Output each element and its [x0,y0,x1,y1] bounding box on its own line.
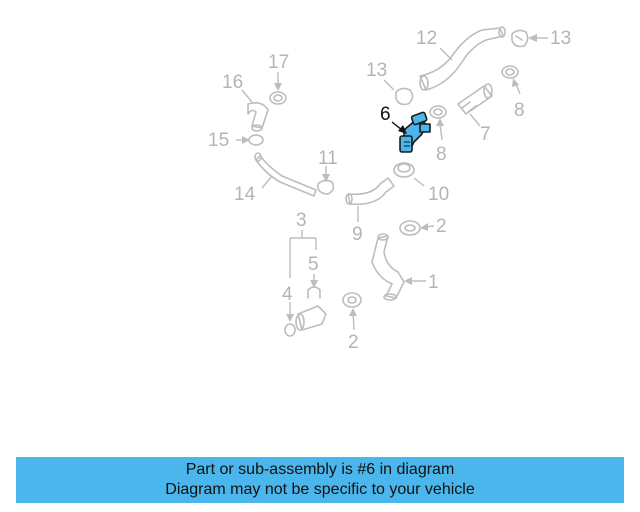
banner-line-2: Diagram may not be specific to your vehi… [165,481,475,498]
part-6-connector [399,111,431,153]
arrow-5 [310,280,318,288]
parts-diagram: 12 13 8 7 13 8 6 [208,26,571,353]
part-11-clip [317,179,335,195]
leader-15 [241,89,253,103]
callout-5: 5 [308,254,319,275]
arrow-11 [322,174,330,182]
callout-13-left: 13 [366,60,387,81]
arrow-1 [404,277,412,285]
callout-1: 1 [428,272,439,293]
arrow-16 [242,136,250,144]
callout-14: 14 [234,184,256,205]
callout-2-lower: 2 [348,332,359,353]
leader-13-left [383,79,395,91]
part-10-cap [393,162,415,178]
part-8-clamp-left [429,105,447,119]
callout-8-left: 8 [436,144,447,165]
arrow-13-right [528,34,537,42]
callout-4: 4 [282,284,293,305]
part-4-water-outlet [284,305,327,337]
leader-12 [439,47,453,61]
callout-13-right: 13 [550,28,571,49]
leader-14 [261,175,273,189]
banner-line-1: Part or sub-assembly is #6 in diagram [185,461,455,478]
part-2-clamp-lower [342,292,362,308]
part-12-upper-hose [419,26,506,91]
part-17-clamp [269,91,287,105]
callout-15: 16 [222,72,243,93]
arrow-8-left [436,118,444,126]
part-15-small-hose [247,102,269,132]
leader-3-bracket [289,230,317,278]
callout-8-right: 8 [514,100,525,121]
callout-2-upper: 2 [436,216,447,237]
arrow-6 [398,125,407,134]
part-14-pipe [254,152,317,197]
part-13-clamp-left [395,87,414,106]
part-13-clamp-right [511,29,529,48]
part-9-bent-hose [345,177,395,206]
arrow-2-upper [420,223,428,231]
leader-8-right [515,83,521,95]
info-banner: Part or sub-assembly is #6 in diagram Di… [16,457,624,503]
callout-11: 11 [318,148,338,169]
callout-16: 15 [208,130,229,151]
callout-6: 6 [380,104,391,125]
part-2-clamp-upper [399,220,421,236]
leader-10 [413,177,425,187]
leader-8-left [439,123,443,141]
arrow-17 [274,83,282,91]
leader-7 [469,113,481,127]
arrow-4 [286,314,294,322]
arrow-2-lower [349,308,357,316]
callout-9: 9 [352,224,363,245]
callout-12: 12 [416,28,437,49]
callout-3: 3 [296,210,307,231]
arrow-8-right [512,78,519,87]
part-5-elbow [307,286,321,299]
part-8-clamp-right [501,65,519,79]
part-7-short-hose [457,83,493,115]
part-16-fitting [248,134,264,146]
callout-7: 7 [480,124,491,145]
callout-10: 10 [428,184,449,205]
part-1-lower-hose [371,233,405,301]
callout-17: 17 [268,52,289,73]
